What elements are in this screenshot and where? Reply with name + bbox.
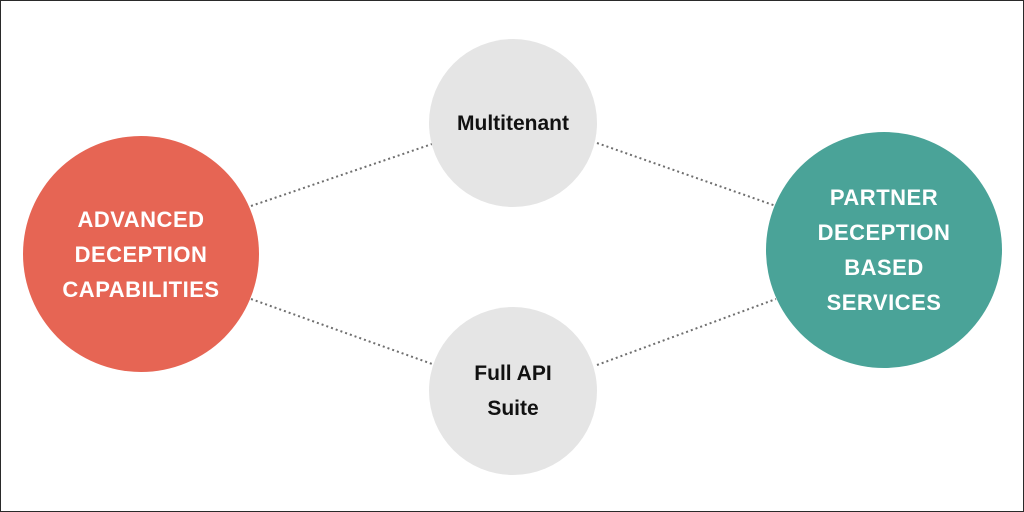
node-label: Full API Suite xyxy=(474,362,552,420)
connector-left-top xyxy=(250,142,436,207)
node-multitenant: Multitenant xyxy=(429,39,597,207)
node-advanced-deception-capabilities: ADVANCED DECEPTION CAPABILITIES xyxy=(23,136,259,372)
connector-top-right xyxy=(596,142,777,207)
node-label: Multitenant xyxy=(457,111,569,135)
node-label: PARTNER DECEPTION BASED SERVICES xyxy=(817,185,951,315)
connector-left-bottom xyxy=(250,298,436,366)
node-full-api-suite: Full API Suite xyxy=(429,307,597,475)
node-partner-deception-based-services: PARTNER DECEPTION BASED SERVICES xyxy=(766,132,1002,368)
connector-bottom-right xyxy=(596,298,777,366)
node-label: ADVANCED DECEPTION CAPABILITIES xyxy=(62,206,220,302)
